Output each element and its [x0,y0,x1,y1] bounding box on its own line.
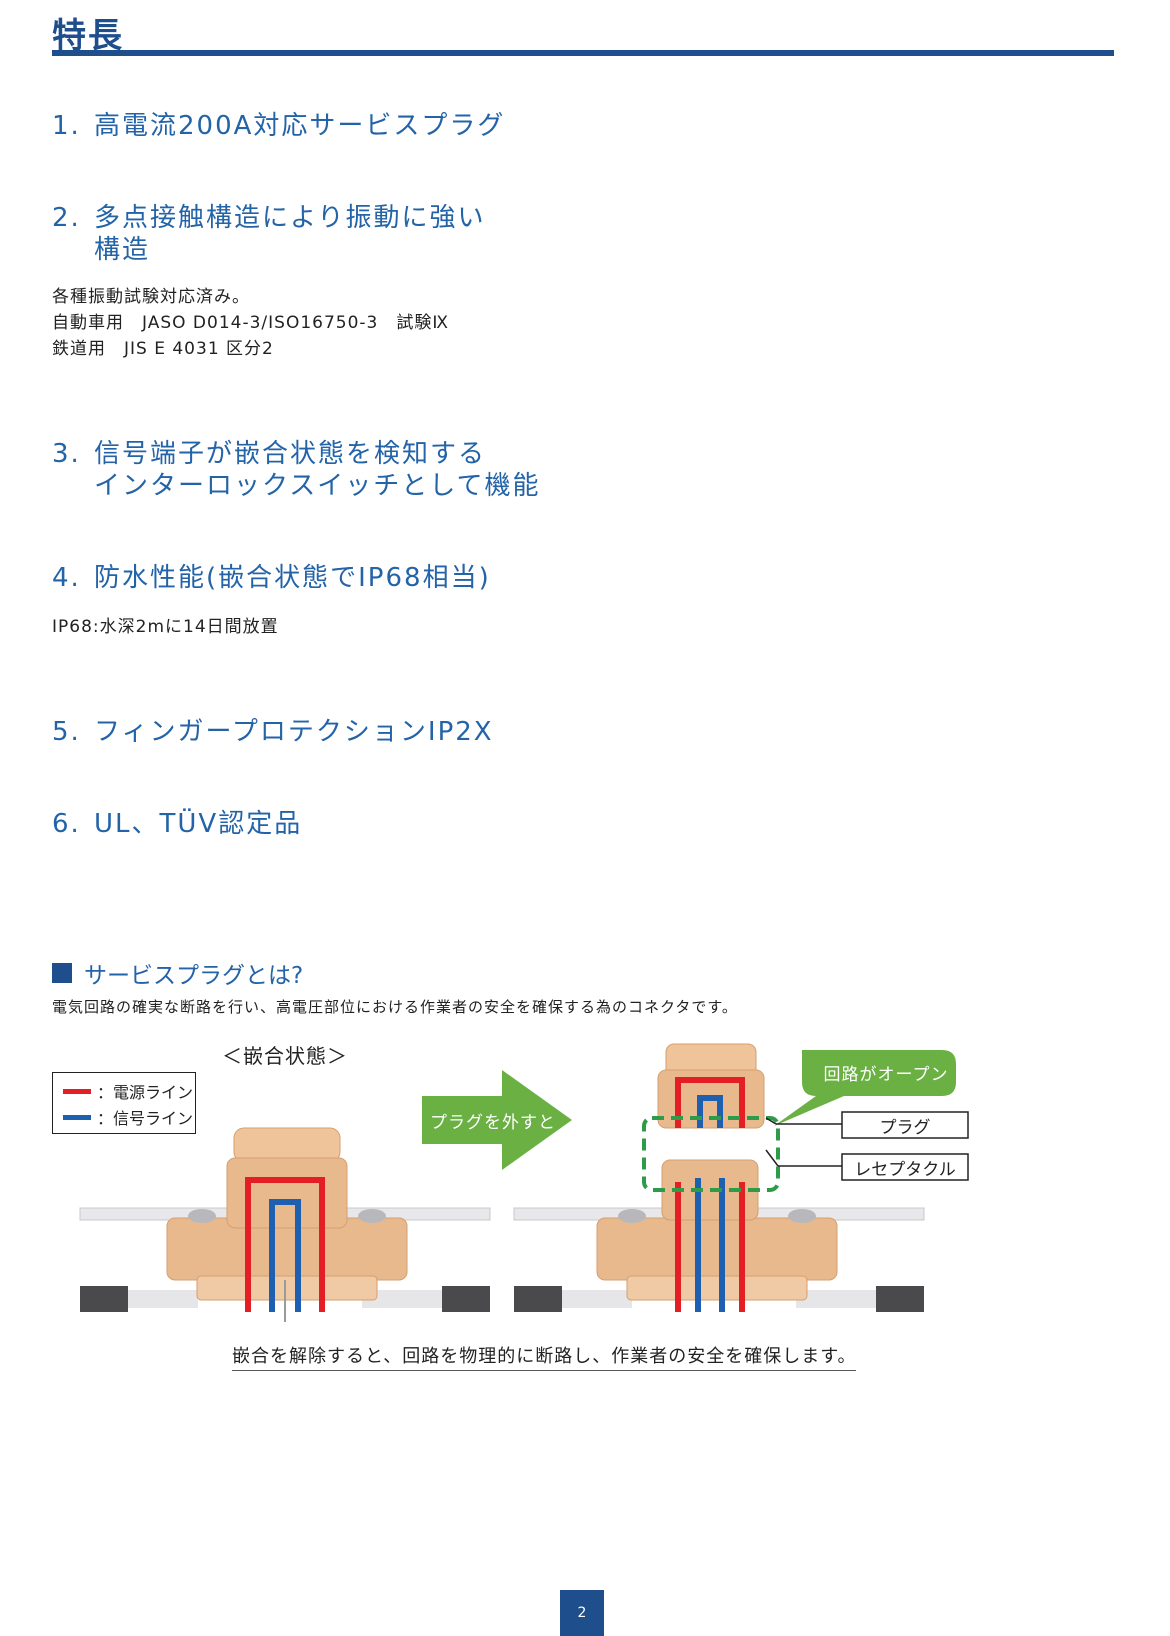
signal-line-swatch [63,1114,91,1120]
feature-3: 3. 信号端子が嵌合状態を検知する インターロックスイッチとして機能 [52,438,540,502]
feature-number: 3. [52,439,81,469]
feature-title: 高電流200A対応サービスプラグ [94,111,506,141]
feature-title: 信号端子が嵌合状態を検知する [94,439,487,469]
feature-4: 4. 防水性能(嵌合状態でIP68相当) [52,562,491,594]
vibration-notes: 各種振動試験対応済み。 自動車用 JASO D014-3/ISO16750-3 … [52,284,449,362]
title-rule [52,50,1114,56]
feature-5: 5. フィンガープロテクションIP2X [52,716,494,748]
open-circuit-callout: 回路がオープン [823,1065,949,1085]
feature-number: 2. [52,203,81,233]
feature-2: 2. 多点接触構造により振動に強い 構造 [52,202,485,266]
vibration-note: 自動車用 JASO D014-3/ISO16750-3 試験Ⅸ [52,313,449,333]
feature-6: 6. UL、TÜV認定品 [52,808,302,840]
feature-1: 1. 高電流200A対応サービスプラグ [52,110,505,142]
feature-number: 1. [52,111,81,141]
service-plug-diagram [79,1043,969,1322]
plug-label: プラグ [879,1118,931,1138]
vibration-note: 鉄道用 JIS E 4031 区分2 [52,339,274,359]
feature-number: 5. [52,717,81,747]
service-plug-description: 電気回路の確実な断路を行い、高電圧部位における作業者の安全を確保する為のコネクタ… [52,998,738,1016]
feature-title-continued: インターロックスイッチとして機能 [94,471,541,501]
service-plug-heading-text: サービスプラグとは? [84,963,304,989]
feature-title-continued: 構造 [94,235,151,265]
feature-title: UL、TÜV認定品 [94,809,303,839]
unmated-connector-illustration [513,1043,969,1312]
legend-signal-label: ：信号ライン [97,1109,194,1128]
line-legend: ：電源ライン ：信号ライン [52,1072,196,1134]
page-title: 特長 [52,16,124,56]
arrow-label: プラグを外すと [430,1113,556,1133]
feature-number: 4. [52,563,81,593]
mated-state-label: ＜嵌合状態＞ [222,1044,348,1068]
diagram-caption: 嵌合を解除すると、回路を物理的に断路し、作業者の安全を確保します。 [232,1342,857,1371]
feature-number: 6. [52,809,81,839]
power-line-swatch [63,1088,91,1094]
arrow-icon [422,1070,572,1170]
receptacle-label: レセプタクル [854,1160,956,1180]
mated-connector-illustration [79,1127,491,1322]
feature-title: フィンガープロテクションIP2X [94,717,494,747]
page-number: 2 [560,1590,604,1636]
legend-power-label: ：電源ライン [97,1083,194,1102]
legend-signal: ：信号ライン [63,1105,193,1129]
feature-title: 多点接触構造により振動に強い [94,203,486,233]
vibration-note: 各種振動試験対応済み。 [52,287,250,307]
feature-title: 防水性能(嵌合状態でIP68相当) [94,563,491,593]
legend-power: ：電源ライン [63,1079,193,1103]
square-bullet-icon [52,963,72,983]
service-plug-heading: サービスプラグとは? [52,956,303,990]
waterproof-note: IP68:水深2mに14日間放置 [52,617,279,637]
